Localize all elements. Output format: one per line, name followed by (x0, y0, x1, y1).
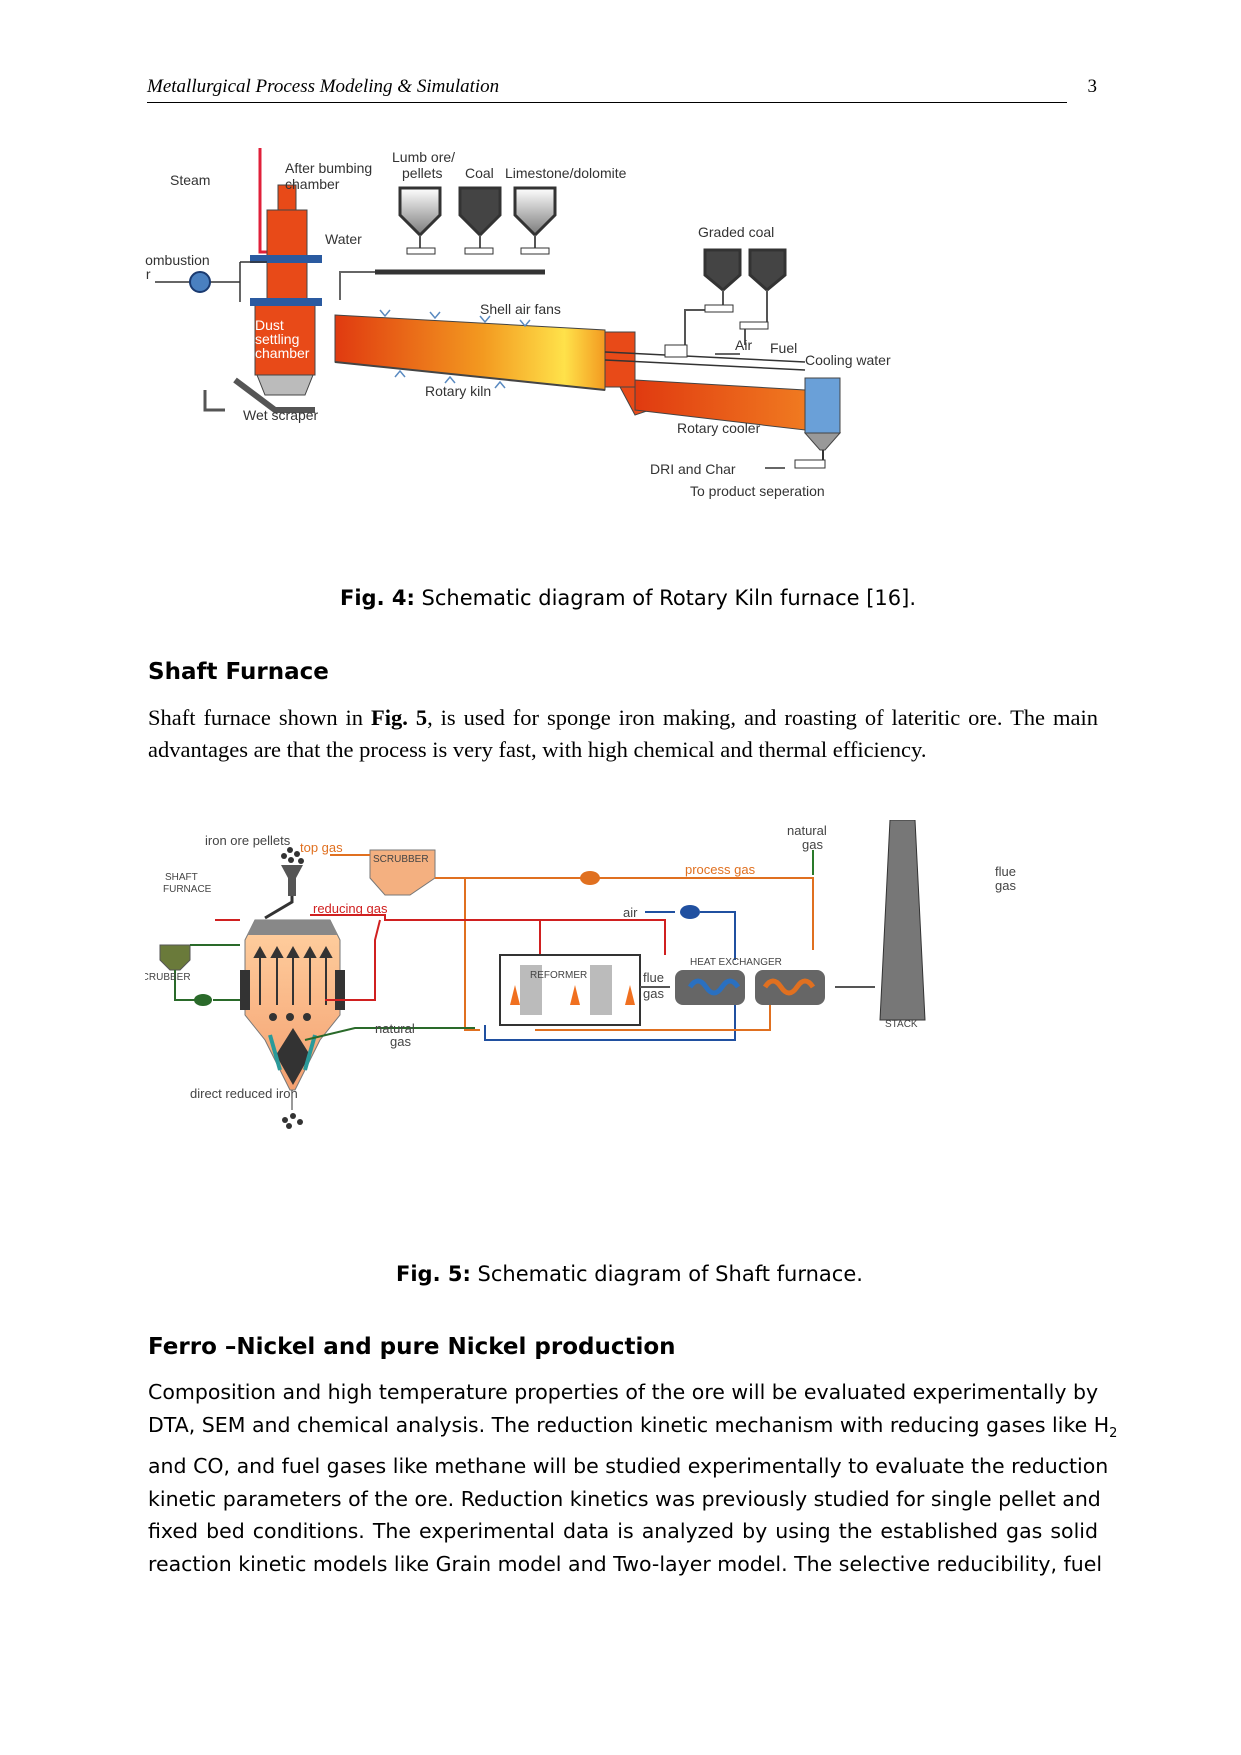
fig5-caption-label: Fig. 5: (396, 1262, 471, 1286)
fig5-caption-text: Schematic diagram of Shaft furnace. (470, 1262, 863, 1286)
fig5-label-air: air (623, 905, 638, 920)
fig5-label-natural2: natural (375, 1021, 415, 1036)
fig5-label-natural: natural (787, 823, 827, 838)
fig4-label-pellets: pellets (402, 165, 442, 181)
fig5-label-shaft: SHAFT (165, 872, 198, 883)
fig4-label-chamber: chamber (285, 176, 340, 192)
para-line-2: DTA, SEM and chemical analysis. The redu… (148, 1409, 1117, 1451)
fig4-label-rotary-cooler: Rotary cooler (677, 420, 761, 436)
fig4-label-limestone: Limestone/dolomite (505, 165, 627, 181)
fig5-label-dri: direct reduced iron (190, 1086, 298, 1101)
para-line-3: and CO, and fuel gases like methane will… (148, 1454, 1109, 1479)
fig5-label-process-gas: process gas (685, 862, 756, 877)
shaft-furnace-paragraph: Shaft furnace shown in Fig. 5, is used f… (148, 702, 1098, 766)
fig5-label-stack: STACK (885, 1019, 918, 1030)
ferro-nickel-paragraph: Composition and high temperature propert… (148, 1376, 1117, 1580)
fig5-label-reformer: REFORMER (530, 970, 587, 981)
fig5-label-scrubber-left: SCRUBBER (145, 972, 191, 983)
fig4-caption: Fig. 4: Schematic diagram of Rotary Kiln… (340, 586, 916, 610)
fig5-caption: Fig. 5: Schematic diagram of Shaft furna… (396, 1262, 863, 1286)
fig4-label-air: air (145, 266, 151, 282)
fig4-label-dust: Dust (255, 317, 284, 333)
fig4-label-chamber2: chamber (255, 345, 310, 361)
fig4-label-lumb-ore: Lumb ore/ (392, 149, 455, 165)
rotary-kiln-diagram: Steam After bumbing chamber Lumb ore/ pe… (145, 148, 891, 499)
fig4-label-combustion: Combustion (145, 252, 210, 268)
fig5-label-flue-gas: flue gas (995, 865, 1016, 893)
para-line-1: Composition and high temperature propert… (148, 1380, 1099, 1404)
para-text-a: Shaft furnace shown in (148, 705, 371, 730)
fig4-label-after-bumbing: After bumbing (285, 160, 372, 176)
fig4-label-dri-char: DRI and Char (650, 461, 736, 477)
fig4-label-settling: settling (255, 331, 299, 347)
fig5-flue-text: flue (995, 864, 1016, 879)
fig5-label-gas4: gas (390, 1034, 411, 1049)
fig5-label-scrubber-top: SCRUBBER (373, 854, 429, 865)
para-line-2-text: DTA, SEM and chemical analysis. The redu… (148, 1412, 1110, 1437)
fig5-label-heat-exchanger: HEAT EXCHANGER (690, 957, 782, 968)
shaft-furnace-diagram: iron ore pellets flue natural gas top ga… (145, 820, 926, 1129)
fig5-gas-text: gas (995, 878, 1016, 893)
fig4-label-coal: Coal (465, 165, 494, 181)
fig4-label-steam: Steam (170, 172, 210, 188)
fig5-label-iron-ore-pellets: iron ore pellets (205, 833, 291, 848)
fig5-label-top-gas: top gas (300, 840, 343, 855)
para-fig-ref: Fig. 5 (371, 705, 428, 730)
page-header: Metallurgical Process Modeling & Simulat… (147, 74, 1097, 103)
fig5-label-furnace: FURNACE (163, 884, 212, 895)
fig4-label-shell-air-fans: Shell air fans (480, 301, 561, 317)
para-line-6: reaction kinetic models like Grain model… (148, 1551, 1103, 1576)
fig4-label-cooling-water: Cooling water (805, 352, 891, 368)
fig5-label-reducing-gas: reducing gas (313, 901, 388, 916)
fig4-caption-text: Schematic diagram of Rotary Kiln furnace… (414, 586, 917, 610)
para-text-b: , is used for sponge iron making, and ro… (148, 705, 1098, 762)
para-line-4: kinetic parameters of the ore. Reduction… (148, 1486, 1101, 1511)
fig4-label-wet-scraper: Wet scraper (243, 407, 319, 423)
fig4-label-water: Water (325, 231, 362, 247)
fig4-label-graded-coal: Graded coal (698, 224, 774, 240)
running-title: Metallurgical Process Modeling & Simulat… (147, 76, 500, 97)
fig5-label-gas3: gas (643, 986, 664, 1001)
fig4-label-air2: Air (735, 337, 752, 353)
section-heading-ferro-nickel: Ferro –Nickel and pure Nickel production (148, 1334, 676, 1360)
fig4-label-product-sep: To product seperation (690, 483, 825, 499)
fig4-caption-label: Fig. 4: (340, 586, 415, 610)
fig4-label-rotary-kiln: Rotary kiln (425, 383, 491, 399)
page-number: 3 (1087, 76, 1098, 97)
fig4-label-fuel: Fuel (770, 340, 797, 356)
fig5-label-flue2: flue (643, 970, 664, 985)
section-heading-shaft-furnace: Shaft Furnace (148, 659, 329, 685)
fig5-label-gas2: gas (802, 837, 823, 852)
h2-subscript: 2 (1109, 1425, 1118, 1441)
para-line-5: fixed bed conditions. The experimental d… (148, 1519, 1098, 1544)
